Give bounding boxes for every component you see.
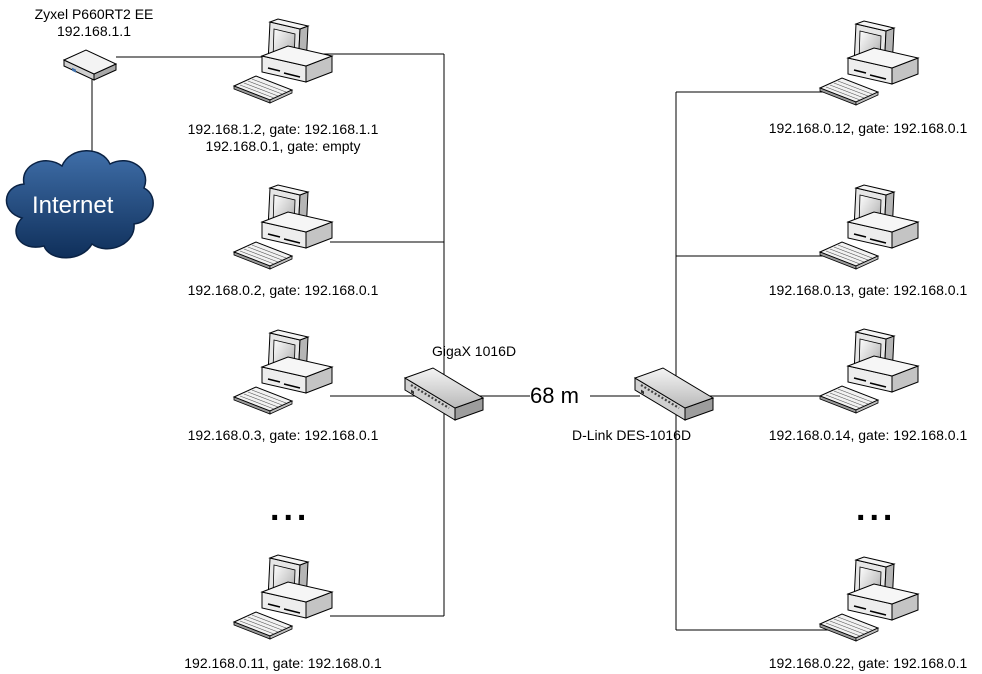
pc-right-3-icon — [819, 328, 919, 414]
switch-gigax-label: GigaX 1016D — [432, 343, 517, 359]
internet-cloud-icon — [5, 150, 154, 259]
right-host-3-label: 192.168.0.14, gate: 192.168.0.1 — [768, 427, 968, 443]
pc-left-4-icon — [233, 554, 333, 640]
switch-dlink-label: D-Link DES-1016D — [572, 427, 692, 443]
pc-left-1-icon — [233, 18, 333, 104]
right-host-2-label: 192.168.0.13, gate: 192.168.0.1 — [768, 282, 968, 298]
pc-right-1-icon — [819, 20, 919, 106]
switch-gigax-icon — [403, 366, 485, 422]
router-name: Zyxel P660RT2 EE — [34, 6, 154, 22]
right-host-4-label: 192.168.0.22, gate: 192.168.0.1 — [768, 655, 968, 671]
pc-right-2-icon — [819, 184, 919, 270]
router-icon — [62, 49, 118, 81]
left-host-2-label: 192.168.0.2, gate: 192.168.0.1 — [187, 282, 379, 298]
left-host-1-line1: 192.168.1.2, gate: 192.168.1.1 — [187, 121, 379, 137]
pc-right-4-icon — [819, 556, 919, 642]
right-ellipsis: ... — [856, 490, 897, 528]
left-host-3-label: 192.168.0.3, gate: 192.168.0.1 — [187, 427, 379, 443]
switch-dlink-icon — [633, 366, 715, 422]
left-host-4-label: 192.168.0.11, gate: 192.168.0.1 — [184, 655, 382, 671]
pc-left-2-icon — [233, 184, 333, 270]
left-ellipsis: ... — [270, 490, 311, 528]
pc-left-3-icon — [233, 329, 333, 415]
internet-label: Internet — [32, 192, 114, 219]
right-host-1-label: 192.168.0.12, gate: 192.168.0.1 — [768, 120, 968, 136]
router-ip: 192.168.1.1 — [57, 23, 131, 39]
left-host-1-line2: 192.168.0.1, gate: empty — [205, 138, 361, 154]
network-links — [91, 53, 842, 631]
link-distance-label: 68 m — [530, 383, 579, 408]
